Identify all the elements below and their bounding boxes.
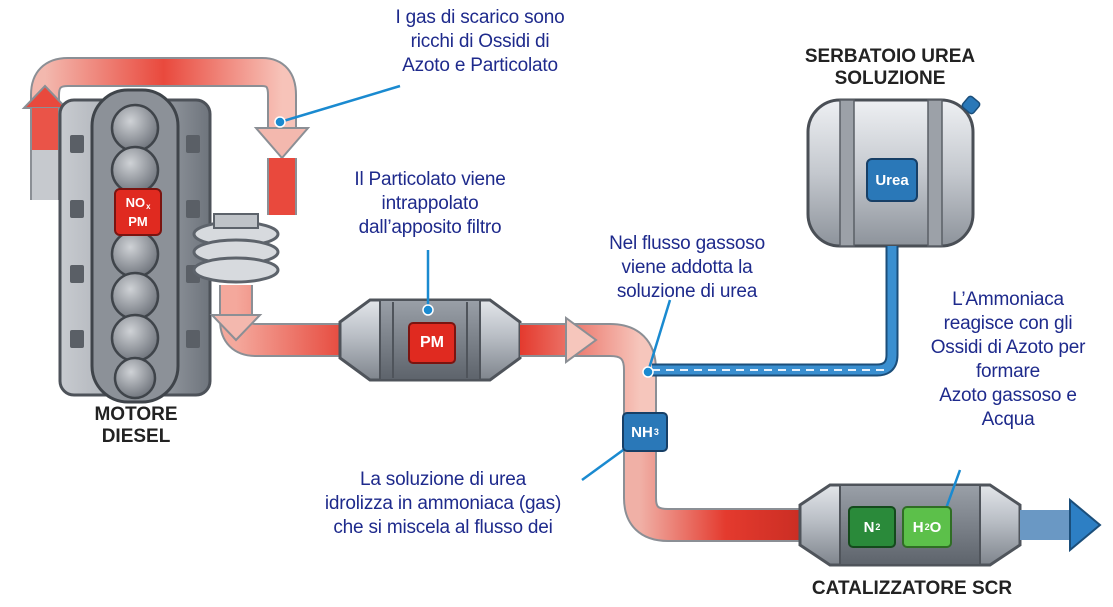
note-exhaust-line: Azoto e Particolato — [402, 55, 558, 76]
engine-nox-pm-chip: NOx PM — [114, 188, 162, 236]
note-reaction-line: L’Ammoniaca — [952, 289, 1064, 310]
note-exhaust: I gas di scarico sono ricchi di Ossidi d… — [360, 6, 600, 78]
note-injection-line: soluzione di urea — [616, 281, 758, 302]
note-reaction-line: Acqua — [981, 409, 1035, 430]
engine-label: MOTORE DIESEL — [62, 404, 210, 448]
n2-subscript: 2 — [875, 522, 881, 532]
urea-text: Urea — [875, 171, 909, 189]
note-reaction: L’Ammoniaca reagisce con gli Ossidi di A… — [902, 288, 1113, 432]
nh3-subscript: 3 — [653, 427, 659, 437]
note-filter-line: intrappolato — [381, 193, 479, 214]
pipe-filter-to-injector — [520, 316, 657, 415]
filter-pm-text: PM — [420, 334, 444, 351]
note-reaction-line: formare — [975, 361, 1041, 382]
tank-label-line1: SERBATOIO UREA — [804, 46, 976, 67]
exhaust-loop-pipe — [21, 57, 311, 215]
h2o-o-text: O — [929, 518, 942, 536]
note-reaction-line: Ossidi di Azoto per — [930, 337, 1086, 358]
note-filter-line: Il Particolato viene — [354, 169, 506, 190]
turbo-coils — [192, 213, 280, 284]
note-filter-line: dall’apposito filtro — [358, 217, 502, 238]
note-filter: Il Particolato viene intrappolato dall’a… — [330, 168, 530, 240]
note-injection-line: Nel flusso gassoso — [609, 233, 765, 254]
tank-urea-chip: Urea — [866, 158, 918, 202]
urea-dosing-line — [652, 246, 899, 377]
h2o-h-text: H — [912, 518, 924, 536]
note-injection: Nel flusso gassoso viene addotta la solu… — [592, 232, 782, 304]
catalyst-label-text: CATALIZZATORE SCR — [811, 578, 1013, 599]
filter-pm-chip: PM — [408, 322, 456, 364]
pipe-injector-to-catalyst — [623, 445, 812, 542]
nox-text: NO — [125, 195, 146, 211]
pipe-engine-to-filter — [209, 285, 362, 357]
note-exhaust-line: ricchi di Ossidi di — [410, 31, 550, 52]
catalyst-label: CATALIZZATORE SCR — [782, 578, 1042, 600]
callout-dot-filter — [422, 304, 434, 316]
engine-pm-text: PM — [128, 213, 148, 229]
nox-subscript: x — [146, 201, 151, 211]
note-hydrolysis-line: La soluzione di urea — [359, 469, 527, 490]
n2-text: N — [863, 518, 875, 536]
note-hydrolysis-line: idrolizza in ammoniaca (gas) — [324, 493, 562, 514]
nh3-text: NH — [631, 423, 653, 441]
h2o-subscript: 2 — [924, 522, 930, 532]
note-reaction-line: reagisce con gli — [943, 313, 1073, 334]
note-exhaust-line: I gas di scarico sono — [395, 7, 565, 28]
note-hydrolysis: La soluzione di urea idrolizza in ammoni… — [300, 468, 586, 540]
tank-label-line2: SOLUZIONE — [834, 68, 946, 89]
callout-dot-exhaust — [274, 116, 286, 128]
engine-label-line1: MOTORE — [94, 404, 178, 425]
callout-dot-injection — [642, 366, 654, 378]
note-injection-line: viene addotta la — [621, 257, 753, 278]
engine-label-line2: DIESEL — [101, 426, 171, 447]
note-reaction-line: Azoto gassoso e — [939, 385, 1077, 406]
tank-label: SERBATOIO UREA SOLUZIONE — [770, 46, 1010, 90]
note-hydrolysis-line: che si miscela al flusso dei — [333, 517, 553, 538]
clean-outlet-pipe — [1020, 497, 1102, 553]
diesel-engine — [58, 88, 212, 404]
